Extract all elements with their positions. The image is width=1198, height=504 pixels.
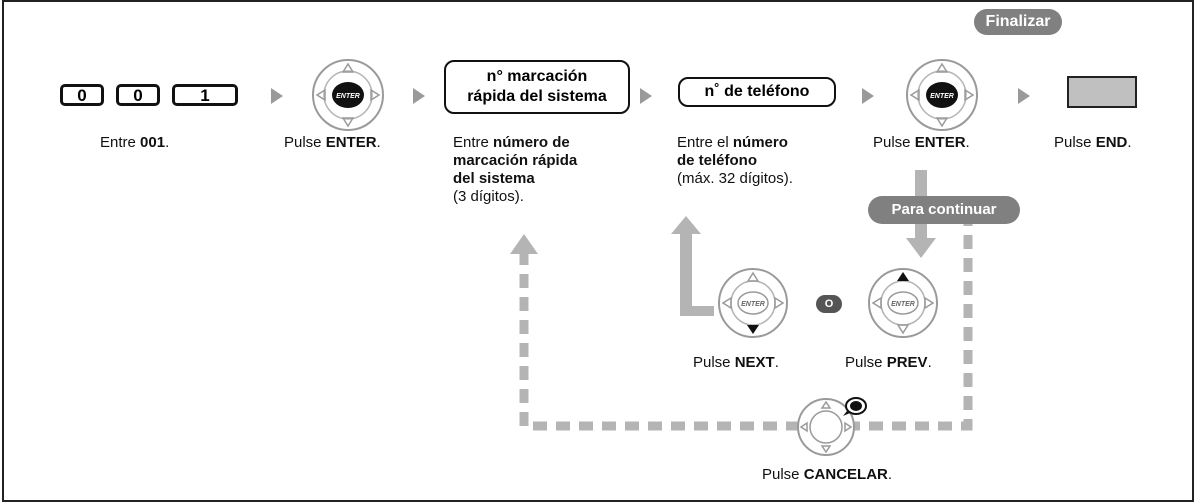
- end-key[interactable]: [1067, 76, 1137, 108]
- caption-step5: Pulse ENTER.: [873, 134, 970, 151]
- caption-step2: Pulse ENTER.: [284, 134, 381, 151]
- caption-prev: Pulse PREV.: [845, 354, 932, 371]
- navigator-enter-key-2[interactable]: ENTER: [904, 57, 980, 133]
- caption-step4: Entre el número de teléfono (máx. 32 díg…: [677, 134, 793, 187]
- navigator-cancel-key[interactable]: [796, 394, 868, 458]
- speed-dial-line1: n° marcación: [486, 68, 588, 85]
- cancel-loop-arrow-head: [510, 234, 538, 254]
- key-0-first[interactable]: 0: [60, 84, 104, 106]
- or-badge: O: [816, 295, 842, 313]
- continue-badge: Para continuar: [868, 196, 1020, 224]
- continue-arrow-head: [906, 238, 936, 258]
- step-arrow-2: [413, 88, 425, 104]
- navigator-enter-key[interactable]: ENTER: [310, 57, 386, 133]
- cancel-loop-left: [519, 252, 800, 431]
- key-1[interactable]: 1: [172, 84, 238, 106]
- navigator-next-key[interactable]: ENTER: [716, 266, 790, 340]
- enter-label-next: ENTER: [741, 301, 765, 308]
- step-arrow-1: [271, 88, 283, 104]
- enter-label: ENTER: [336, 93, 360, 100]
- step-arrow-4: [862, 88, 874, 104]
- speed-dial-line2: rápida del sistema: [467, 88, 607, 105]
- caption-cancel: Pulse CANCELAR.: [762, 466, 893, 483]
- enter-label-2: ENTER: [930, 93, 954, 100]
- navigator-prev-key[interactable]: ENTER: [866, 266, 940, 340]
- caption-step1: Entre 001.: [100, 134, 170, 151]
- caption-step3: Entre número de marcación rápida del sis…: [453, 134, 578, 205]
- phone-number-box: n˚ de teléfono: [678, 77, 836, 107]
- next-arrow-shaft: [680, 232, 692, 316]
- cancel-key-icon: [843, 397, 867, 416]
- step-arrow-5: [1018, 88, 1030, 104]
- next-arrow-foot: [680, 306, 714, 316]
- finish-badge: Finalizar: [974, 9, 1062, 35]
- speed-dial-number-box: n° marcación rápida del sistema: [444, 60, 630, 114]
- caption-next: Pulse NEXT.: [693, 354, 779, 371]
- enter-label-prev: ENTER: [891, 301, 915, 308]
- step-arrow-3: [640, 88, 652, 104]
- cancel-loop-right: [850, 212, 973, 431]
- caption-step6: Pulse END.: [1054, 134, 1132, 151]
- key-0-second[interactable]: 0: [116, 84, 160, 106]
- next-arrow-head: [671, 216, 701, 234]
